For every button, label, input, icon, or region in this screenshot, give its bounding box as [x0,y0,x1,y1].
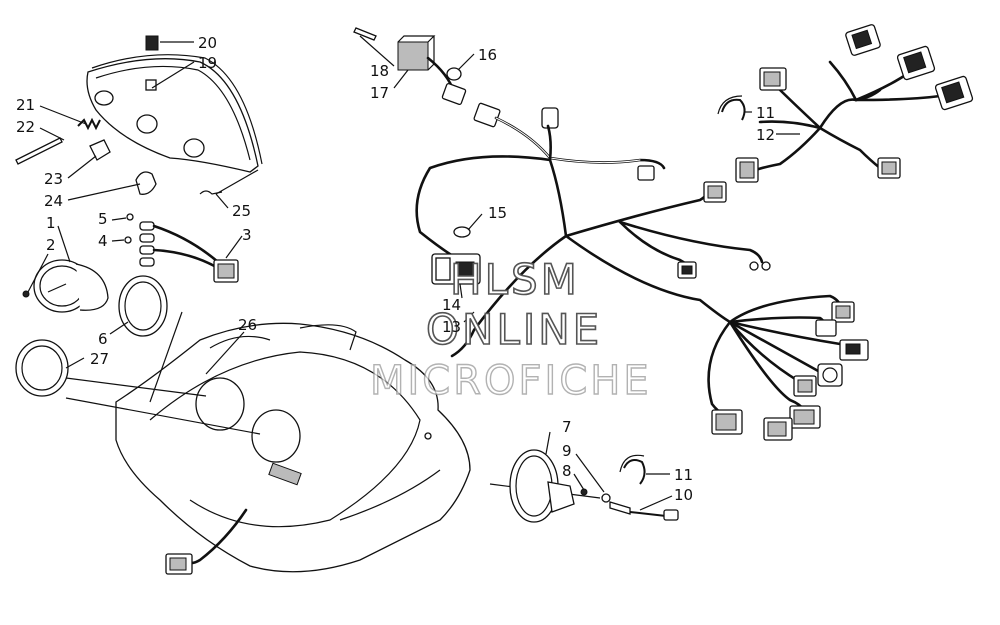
leader-lines-headlight [39,41,259,209]
leader-lines-dash [65,311,261,435]
callout-13: 13 [442,318,461,336]
callout-25: 25 [232,202,251,220]
callout-4: 4 [98,232,108,250]
callout-5: 5 [98,210,108,228]
callout-23: 23 [44,170,63,188]
watermark-line-3: MICROFICHE [370,358,652,404]
callout-21: 21 [16,96,35,114]
callout-18: 18 [370,62,389,80]
callout-10: 10 [674,486,693,504]
callout-7: 7 [562,418,572,436]
spring-part [77,117,101,131]
callout-27: 27 [90,350,109,368]
callout-9: 9 [562,442,572,460]
callout-11-top: 11 [756,104,775,122]
gauge-assembly [15,213,239,397]
secondary-harness [717,24,974,183]
watermark-line-1: HLSM [450,255,580,304]
callout-15: 15 [488,204,507,222]
relay-assembly [353,27,559,129]
callout-2: 2 [46,236,56,254]
headlight-assembly [15,35,263,195]
callout-11-bottom: 11 [674,466,693,484]
callout-labels: 20 19 21 22 23 24 25 5 4 1 2 3 26 6 27 1… [16,34,775,504]
watermark-line-2: ONLINE [426,305,602,354]
callout-17: 17 [370,84,389,102]
plug-connector-a [845,24,881,56]
watermark: HLSM ONLINE MICROFICHE [369,254,652,405]
callout-16: 16 [478,46,497,64]
callout-6: 6 [98,330,108,348]
main-harness [415,116,869,441]
callout-19: 19 [198,54,217,72]
callout-22: 22 [16,118,35,136]
callout-3: 3 [242,226,252,244]
callout-14: 14 [442,296,461,314]
leader-lines-relay [359,35,475,89]
dash-panel [115,322,471,575]
leader-lines-sensor [545,431,673,511]
sensor-assembly [489,449,679,523]
leader-lines-secondary [744,111,800,135]
leader-lines-harness [459,213,483,323]
leader-lines-gauges [27,217,243,369]
callout-1: 1 [46,214,56,232]
plug-connector-c [934,75,974,111]
callout-24: 24 [44,192,63,210]
callout-20: 20 [198,34,217,52]
callout-26: 26 [238,316,257,334]
callout-12: 12 [756,126,775,144]
plug-connector-b [896,45,936,81]
callout-8: 8 [562,462,572,480]
